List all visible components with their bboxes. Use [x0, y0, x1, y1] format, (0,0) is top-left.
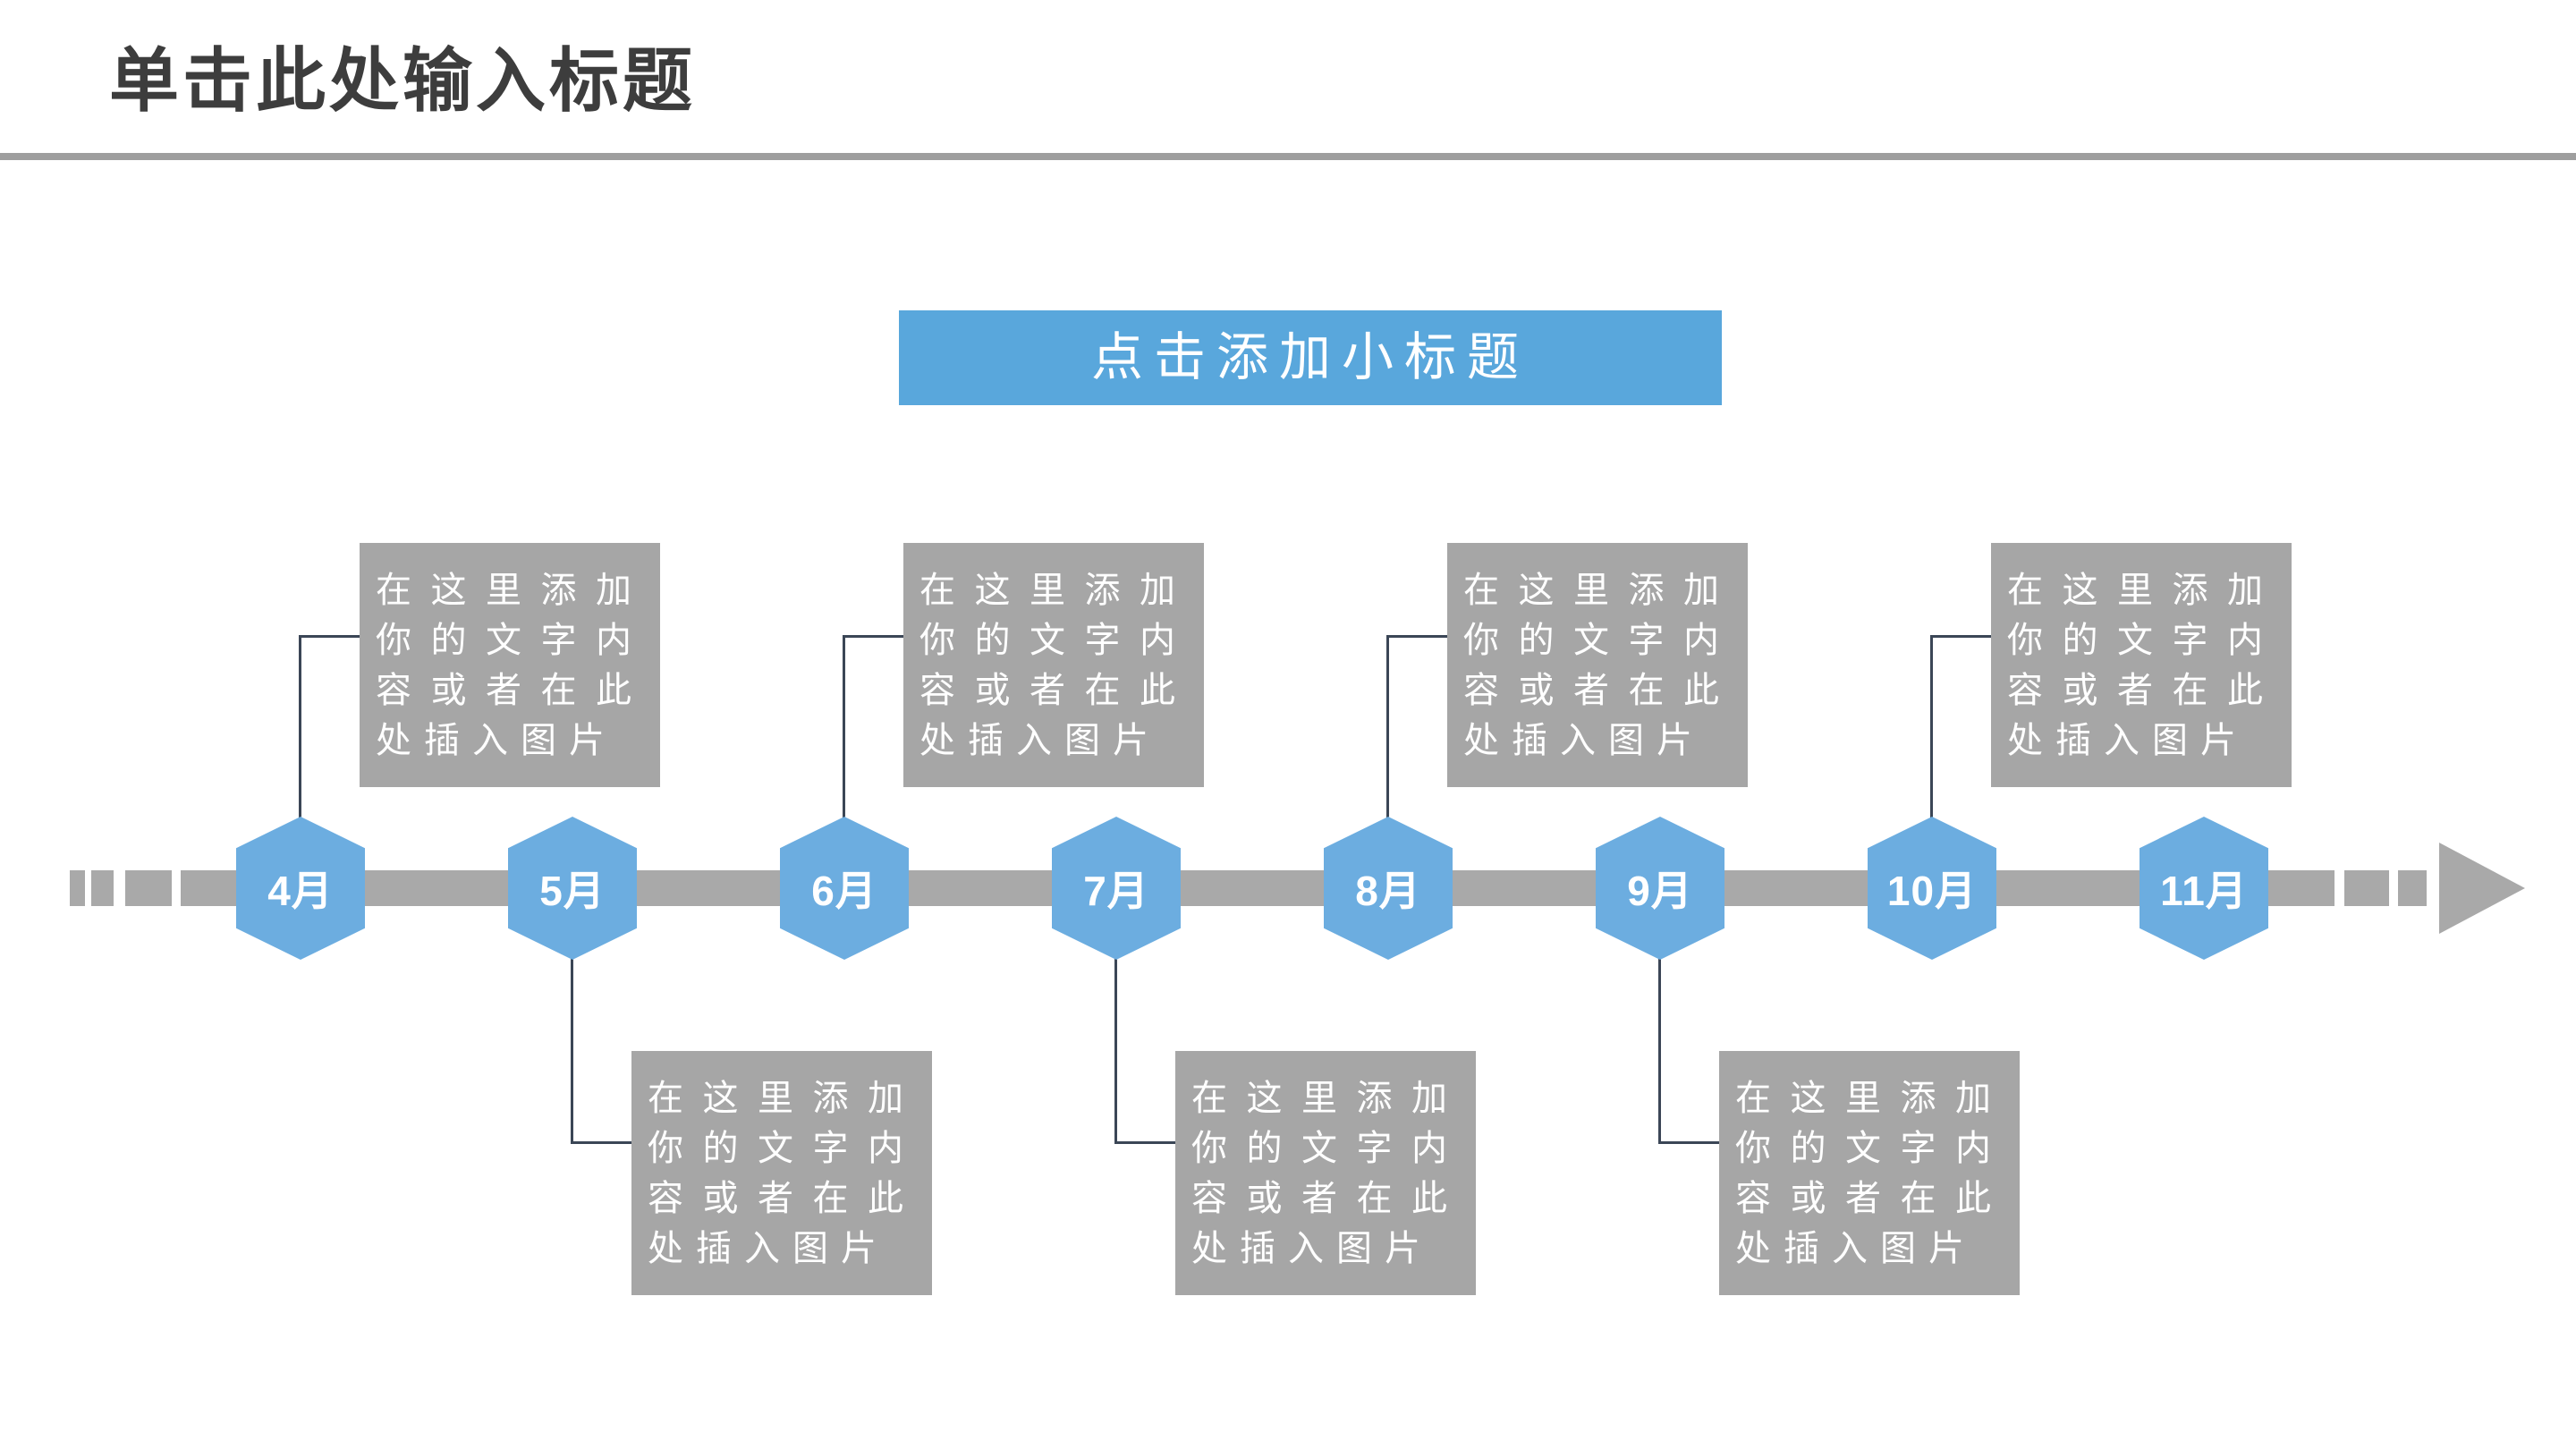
connector-line-horizontal	[299, 635, 360, 638]
subtitle-banner[interactable]: 点击添加小标题	[899, 310, 1722, 405]
placeholder-text-box[interactable]: 在这里添加你的文字内容或者在此处插入图片	[1175, 1051, 1476, 1295]
placeholder-text-box[interactable]: 在这里添加你的文字内容或者在此处插入图片	[903, 543, 1204, 787]
month-hexagon[interactable]: 11月	[2140, 817, 2268, 960]
connector-line-vertical	[299, 635, 301, 824]
month-hexagon[interactable]: 4月	[236, 817, 365, 960]
timeline-dash	[2344, 870, 2389, 906]
month-hexagon[interactable]: 6月	[780, 817, 909, 960]
month-hexagon[interactable]: 8月	[1324, 817, 1453, 960]
title-divider-line	[0, 153, 2576, 160]
timeline-dash	[125, 870, 172, 906]
connector-line-vertical	[1386, 635, 1389, 824]
timeline-dash	[2398, 870, 2427, 906]
month-label: 8月	[1355, 868, 1421, 914]
connector-line-vertical	[843, 635, 845, 824]
connector-line-horizontal	[1658, 1141, 1719, 1144]
placeholder-text-box[interactable]: 在这里添加你的文字内容或者在此处插入图片	[1719, 1051, 2020, 1295]
month-label: 5月	[539, 868, 606, 914]
month-hexagon[interactable]: 9月	[1596, 817, 1724, 960]
connector-line-horizontal	[843, 635, 903, 638]
month-hexagon[interactable]: 5月	[508, 817, 637, 960]
timeline-dash	[70, 870, 85, 906]
month-label: 7月	[1083, 868, 1149, 914]
connector-line-vertical	[1930, 635, 1933, 824]
connector-line-horizontal	[571, 1141, 631, 1144]
month-label: 11月	[2160, 868, 2248, 914]
month-label: 4月	[267, 868, 334, 914]
month-hexagon[interactable]: 10月	[1868, 817, 1996, 960]
connector-line-vertical	[1658, 953, 1661, 1144]
connector-line-vertical	[571, 953, 573, 1144]
page-title[interactable]: 单击此处输入标题	[109, 41, 697, 120]
month-label: 9月	[1627, 868, 1693, 914]
connector-line-vertical	[1114, 953, 1117, 1144]
timeline-arrowhead-icon	[2439, 843, 2525, 934]
month-label: 10月	[1886, 868, 1978, 914]
placeholder-text-box[interactable]: 在这里添加你的文字内容或者在此处插入图片	[631, 1051, 932, 1295]
month-label: 6月	[811, 868, 877, 914]
timeline-dash	[91, 870, 114, 906]
connector-line-horizontal	[1386, 635, 1447, 638]
connector-line-horizontal	[1114, 1141, 1175, 1144]
placeholder-text-box[interactable]: 在这里添加你的文字内容或者在此处插入图片	[1991, 543, 2292, 787]
placeholder-text-box[interactable]: 在这里添加你的文字内容或者在此处插入图片	[1447, 543, 1748, 787]
month-hexagon[interactable]: 7月	[1052, 817, 1181, 960]
placeholder-text-box[interactable]: 在这里添加你的文字内容或者在此处插入图片	[360, 543, 660, 787]
connector-line-horizontal	[1930, 635, 1991, 638]
timeline-bar	[181, 870, 2334, 906]
